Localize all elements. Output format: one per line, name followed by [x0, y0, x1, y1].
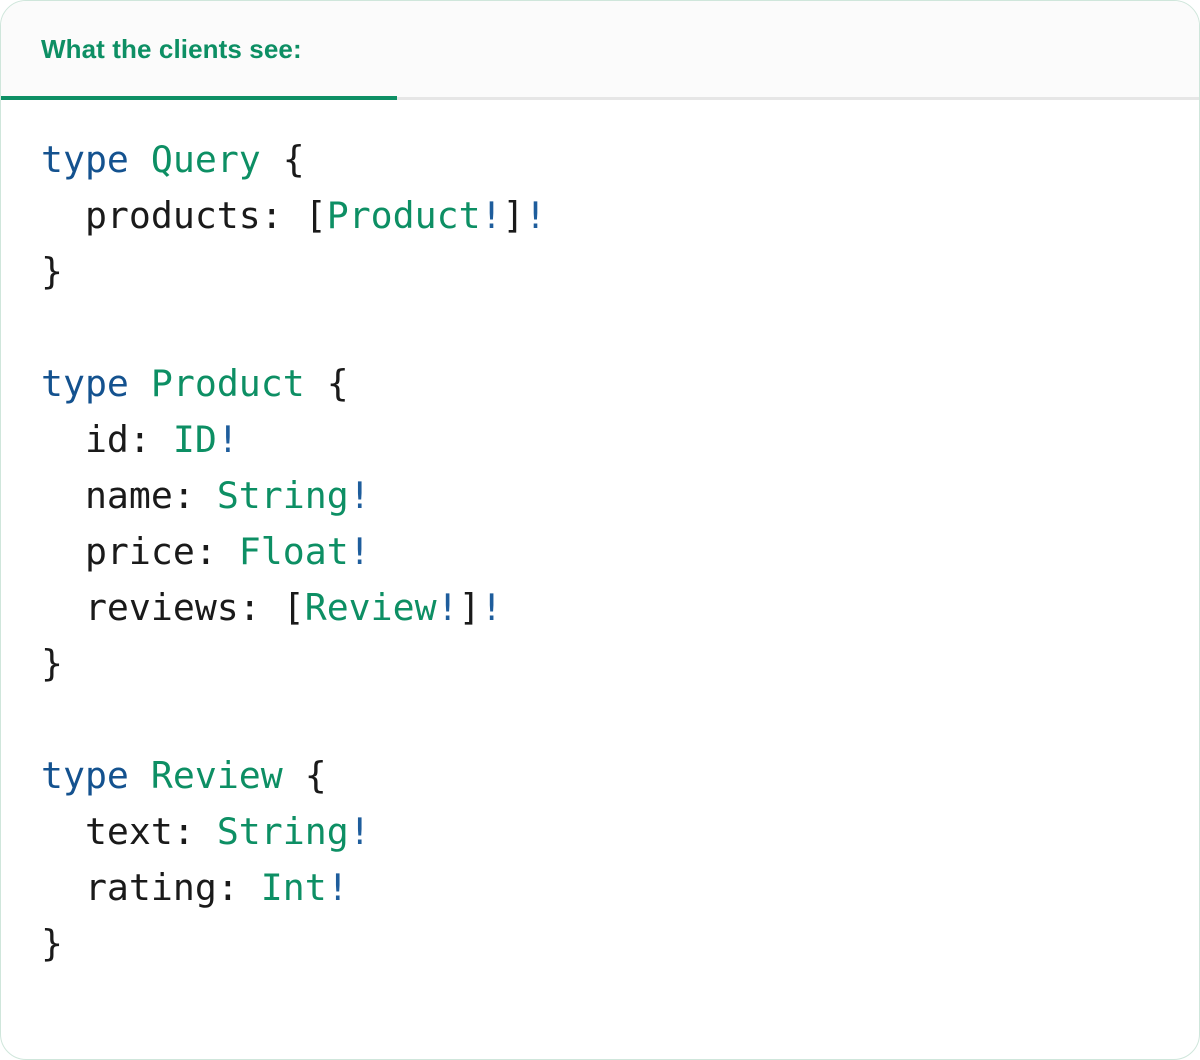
non-null-bang-outer: !: [524, 194, 547, 237]
non-null-bang: !: [326, 866, 349, 909]
field-name-reviews: reviews: [84, 586, 239, 629]
field-type-product: Product: [326, 194, 481, 237]
field-name-price: price: [84, 530, 195, 573]
type-name-review: Review: [150, 754, 283, 797]
type-block-product: type Product { id: ID! name: String! pri…: [41, 356, 1199, 692]
field-type-id: ID: [172, 418, 217, 461]
type-block-query: type Query { products: [Product!]! }: [41, 132, 1199, 300]
close-brace: }: [41, 922, 63, 965]
blank-line: [41, 692, 1199, 748]
colon: :: [172, 810, 195, 853]
blank-line: [41, 300, 1199, 356]
list-close-bracket: ]: [502, 194, 525, 237]
non-null-bang-outer: !: [480, 586, 503, 629]
keyword-type: type: [41, 362, 129, 405]
non-null-bang: !: [348, 474, 371, 517]
field-name-name: name: [84, 474, 173, 517]
field-name-rating: rating: [84, 866, 217, 909]
close-brace: }: [41, 642, 63, 685]
open-brace: {: [326, 362, 349, 405]
type-block-review: type Review { text: String! rating: Int!…: [41, 748, 1199, 972]
colon: :: [128, 418, 151, 461]
non-null-bang: !: [216, 418, 239, 461]
field-name-id: id: [84, 418, 129, 461]
non-null-bang: !: [480, 194, 503, 237]
type-name-product: Product: [150, 362, 305, 405]
colon: :: [216, 866, 239, 909]
field-type-float: Float: [238, 530, 349, 573]
keyword-type: type: [41, 754, 129, 797]
code-viewer[interactable]: type Query { products: [Product!]! }type…: [1, 100, 1199, 972]
close-brace: }: [41, 250, 63, 293]
non-null-bang: !: [348, 810, 371, 853]
colon: :: [260, 194, 283, 237]
open-brace: {: [282, 138, 305, 181]
non-null-bang: !: [436, 586, 459, 629]
tab-what-the-clients-see[interactable]: What the clients see:: [1, 1, 397, 97]
field-type-string: String: [216, 474, 349, 517]
field-type-int: Int: [260, 866, 327, 909]
colon: :: [238, 586, 261, 629]
colon: :: [172, 474, 195, 517]
field-name-products: products: [84, 194, 261, 237]
keyword-type: type: [41, 138, 129, 181]
graphql-schema-code: type Query { products: [Product!]! }type…: [41, 132, 1199, 972]
list-open-bracket: [: [304, 194, 327, 237]
field-type-review: Review: [304, 586, 437, 629]
type-name-query: Query: [150, 138, 261, 181]
tab-label: What the clients see:: [41, 33, 302, 64]
open-brace: {: [304, 754, 327, 797]
colon: :: [194, 530, 217, 573]
active-tab-underline: [1, 96, 397, 100]
field-name-text: text: [84, 810, 173, 853]
non-null-bang: !: [348, 530, 371, 573]
field-type-string: String: [216, 810, 349, 853]
list-close-bracket: ]: [458, 586, 481, 629]
list-open-bracket: [: [282, 586, 305, 629]
tab-strip: What the clients see:: [1, 1, 1199, 100]
